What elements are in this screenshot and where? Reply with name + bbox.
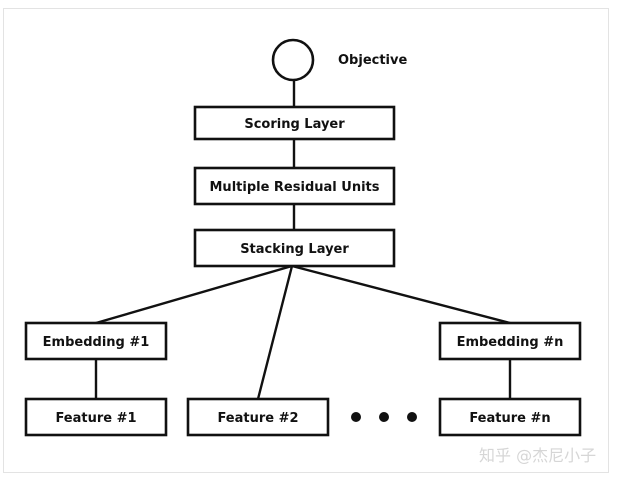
embedding-n-label: Embedding #n — [457, 335, 564, 350]
feature-n-box — [438, 397, 582, 437]
feature-1-box — [24, 397, 168, 437]
embedding-n-box — [438, 321, 582, 361]
connector-stacking-embedding-1 — [94, 264, 294, 325]
residual-units-label: Multiple Residual Units — [210, 180, 380, 195]
residual-units-box — [193, 166, 396, 206]
watermark: 知乎 @杰尼小子 — [479, 446, 596, 465]
embedding-1-box — [24, 321, 168, 361]
ellipsis-dot — [407, 412, 417, 422]
ellipsis-dot — [379, 412, 389, 422]
feature-1-label: Feature #1 — [55, 411, 136, 426]
objective-node — [271, 38, 315, 82]
objective-label: Objective — [338, 53, 407, 68]
connector-stacking-embedding-n — [290, 264, 512, 325]
connectors — [94, 78, 512, 401]
scoring-layer-box — [193, 105, 396, 141]
feature-2-box — [186, 397, 330, 437]
feature-n-label: Feature #n — [469, 411, 550, 426]
ellipsis-dots — [351, 412, 417, 422]
stacking-layer-box — [193, 228, 396, 268]
ellipsis-dot — [351, 412, 361, 422]
scoring-layer-label: Scoring Layer — [244, 117, 345, 132]
connector-stacking-feature-2 — [256, 264, 294, 401]
feature-2-label: Feature #2 — [217, 411, 298, 426]
embedding-1-label: Embedding #1 — [43, 335, 150, 350]
stacking-layer-label: Stacking Layer — [240, 242, 349, 257]
